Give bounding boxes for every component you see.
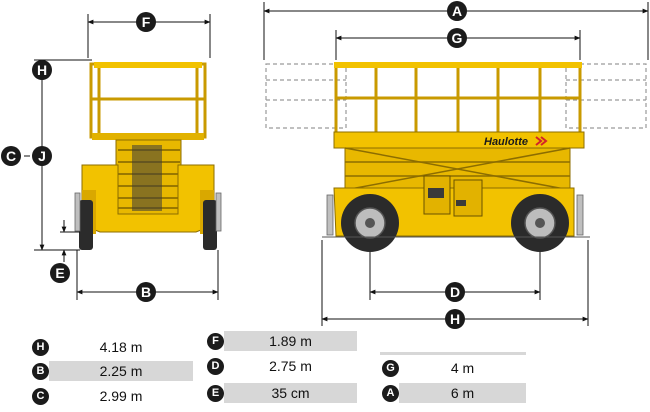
brand-chevrons-icon	[535, 136, 548, 146]
spec-row-G: G 4 m	[382, 358, 526, 378]
badge-B: B	[136, 282, 156, 302]
spec-value: 1.89 m	[224, 331, 357, 351]
svg-text:G: G	[452, 30, 463, 46]
spec-key-badge: E	[207, 384, 224, 402]
spec-row-C: C 2.99 m	[32, 386, 193, 406]
spec-row-D: D 2.75 m	[207, 356, 357, 376]
svg-text:E: E	[55, 265, 64, 281]
spec-key-badge: A	[382, 384, 399, 402]
badge-F: F	[136, 12, 156, 32]
svg-text:B: B	[141, 284, 151, 300]
spec-key-badge: H	[32, 338, 49, 356]
svg-text:J: J	[38, 148, 46, 164]
spec-value: 6 m	[399, 383, 526, 403]
svg-text:A: A	[452, 3, 462, 19]
spec-value: 2.75 m	[269, 358, 312, 374]
badge-C: C	[1, 146, 21, 166]
spec-column-divider	[380, 352, 526, 355]
spec-row-E: E 35 cm	[207, 383, 357, 403]
spec-key-badge: D	[207, 357, 224, 375]
spec-value: 2.25 m	[49, 361, 193, 381]
badge-G: G	[447, 28, 467, 48]
spec-key-badge: F	[207, 332, 224, 350]
brand-logo: Haulotte	[484, 136, 528, 148]
svg-text:H: H	[450, 311, 460, 327]
badge-J: J	[32, 146, 52, 166]
side-view-machine: Haulotte	[265, 62, 647, 252]
spec-row-A: A 6 m	[382, 383, 526, 403]
svg-text:F: F	[142, 14, 151, 30]
front-view-machine	[74, 62, 222, 250]
spec-value: 2.99 m	[99, 388, 143, 404]
spec-value: 35 cm	[224, 383, 357, 403]
spec-row-B: B 2.25 m	[32, 361, 193, 381]
spec-value: 4.18 m	[99, 339, 143, 355]
spec-key-badge: G	[382, 359, 399, 377]
badge-H-vertical: H	[32, 60, 52, 80]
badge-A: A	[447, 1, 467, 21]
badge-D: D	[445, 282, 465, 302]
badge-H-horizontal: H	[445, 309, 465, 329]
svg-text:C: C	[6, 148, 16, 164]
spec-row-F: F 1.89 m	[207, 331, 357, 351]
spec-row-H: H 4.18 m	[32, 337, 193, 357]
badge-E: E	[50, 263, 70, 283]
spec-key-badge: C	[32, 387, 49, 405]
svg-text:D: D	[450, 284, 460, 300]
spec-value: 4 m	[450, 360, 475, 376]
spec-key-badge: B	[32, 362, 49, 380]
svg-text:H: H	[37, 62, 47, 78]
